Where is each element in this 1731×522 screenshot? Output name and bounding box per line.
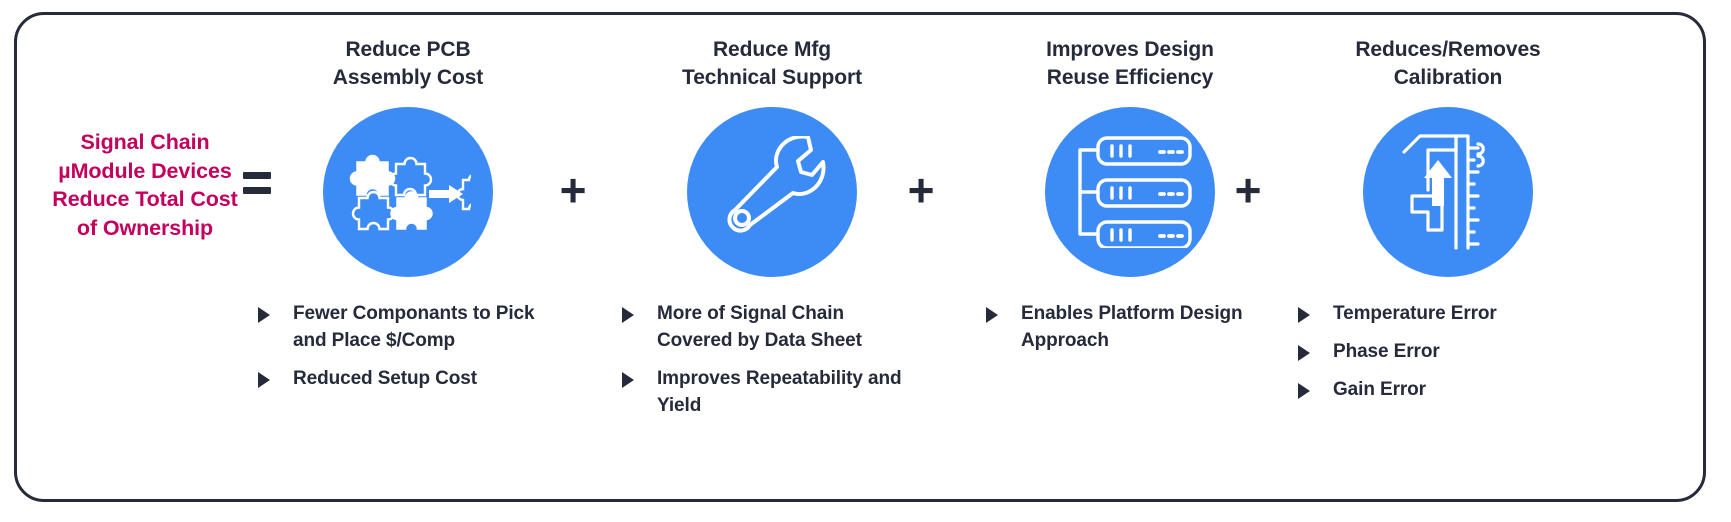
triangle-bullet-icon	[622, 371, 634, 388]
bullet-text: Fewer Componants to Pick and Place $/Com…	[293, 302, 535, 351]
bullet-text: More of Signal Chain Covered by Data She…	[657, 302, 862, 351]
list-item: Improves Repeatability and Yield	[622, 366, 922, 420]
column-4-heading: Reduces/Removes Calibration	[1286, 36, 1586, 93]
column-3-heading-line-2: Reuse Efficiency	[1046, 66, 1214, 90]
column-3-heading-line-1: Improves Design	[1046, 38, 1214, 61]
triangle-bullet-icon	[258, 306, 270, 323]
column-1-bullet-list: Fewer Componants to Pick and Place $/Com…	[258, 301, 558, 393]
column-2-bullet-list: More of Signal Chain Covered by Data She…	[622, 301, 922, 420]
column-1-icon-wrap	[258, 106, 558, 285]
column-3-bullet-list: Enables Platform Design Approach	[956, 301, 1256, 355]
column-3-icon-circle	[1045, 106, 1215, 277]
column-4-heading-line-1: Reduces/Removes	[1355, 38, 1541, 61]
equals-operator	[243, 172, 277, 206]
column-1-heading: Reduce PCB Assembly Cost	[258, 36, 558, 93]
column-reduce-pcb-assembly-cost: Reduce PCB Assembly Cost	[258, 36, 558, 404]
list-item: Enables Platform Design Approach	[986, 301, 1256, 355]
lead-statement-text: Signal Chain µModule Devices Reduce Tota…	[52, 130, 238, 240]
plus-operator-1: +	[559, 164, 587, 216]
triangle-bullet-icon	[622, 306, 634, 323]
triangle-bullet-icon	[1298, 306, 1310, 323]
bullet-text: Improves Repeatability and Yield	[657, 367, 902, 416]
triangle-bullet-icon	[986, 306, 998, 323]
bullet-text: Phase Error	[1333, 340, 1440, 362]
list-item: Phase Error	[1298, 339, 1586, 366]
column-reduce-mfg-technical-support: Reduce Mfg Technical Support More of Sig	[622, 36, 922, 431]
column-2-icon-wrap	[622, 106, 922, 285]
column-3-icon-wrap	[956, 106, 1256, 285]
column-1-heading-line-2: Assembly Cost	[332, 66, 484, 90]
column-4-icon-wrap	[1286, 106, 1586, 285]
wrench-icon	[716, 135, 828, 248]
list-item: Temperature Error	[1298, 301, 1586, 328]
bullet-text: Temperature Error	[1333, 302, 1497, 324]
bullet-text: Gain Error	[1333, 378, 1426, 400]
column-4-heading-line-2: Calibration	[1393, 66, 1503, 90]
column-2-heading-line-2: Technical Support	[682, 66, 862, 90]
server-rack-icon	[1068, 135, 1192, 248]
column-2-icon-circle	[687, 106, 857, 277]
list-item: Fewer Componants to Pick and Place $/Com…	[258, 301, 558, 355]
caliper-gauge-icon	[1398, 130, 1498, 254]
triangle-bullet-icon	[1298, 382, 1310, 399]
diagram-outer-frame	[14, 12, 1706, 502]
bullet-text: Reduced Setup Cost	[293, 367, 477, 389]
column-2-heading-line-1: Reduce Mfg	[712, 38, 831, 61]
plus-operator-2: +	[907, 164, 935, 216]
column-reduces-removes-calibration: Reduces/Removes Calibration	[1286, 36, 1586, 415]
list-item: Reduced Setup Cost	[258, 366, 558, 393]
column-3-heading: Improves Design Reuse Efficiency	[956, 36, 1256, 93]
list-item: More of Signal Chain Covered by Data She…	[622, 301, 922, 355]
bullet-text: Enables Platform Design Approach	[1021, 302, 1243, 351]
column-4-icon-circle	[1363, 106, 1533, 277]
triangle-bullet-icon	[1298, 344, 1310, 361]
column-1-heading-line-1: Reduce PCB	[345, 38, 471, 61]
column-2-heading: Reduce Mfg Technical Support	[622, 36, 922, 93]
column-1-icon-circle	[323, 106, 493, 277]
column-improves-design-reuse-efficiency: Improves Design Reuse Efficiency	[956, 36, 1256, 366]
triangle-bullet-icon	[258, 371, 270, 388]
column-4-bullet-list: Temperature Error Phase Error Gain Error	[1286, 301, 1586, 404]
plus-operator-3: +	[1234, 164, 1262, 216]
list-item: Gain Error	[1298, 377, 1586, 404]
puzzle-pieces-icon	[345, 140, 471, 244]
